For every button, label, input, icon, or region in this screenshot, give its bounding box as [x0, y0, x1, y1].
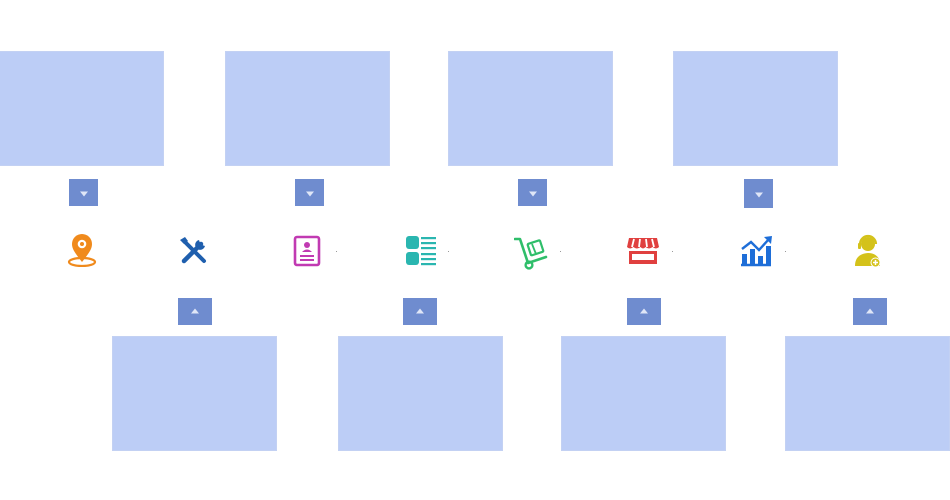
storefront-icon: [626, 234, 660, 268]
down-arrow-4: [744, 179, 773, 208]
bottom-card-1: [112, 336, 277, 451]
top-card-1: [0, 51, 164, 166]
up-arrow-4: [853, 298, 887, 325]
connector-dot: [560, 251, 561, 252]
bottom-card-2: [338, 336, 503, 451]
down-arrow-1: [69, 179, 98, 206]
tools-icon: [177, 234, 211, 268]
connector-dot: [672, 251, 673, 252]
up-arrow-3: [627, 298, 661, 325]
bottom-card-4: [785, 336, 950, 451]
top-card-2: [225, 51, 390, 166]
top-card-4: [673, 51, 838, 166]
up-arrow-1: [178, 298, 212, 325]
top-card-3: [448, 51, 613, 166]
connector-dot: [336, 251, 337, 252]
connector-dot: [448, 251, 449, 252]
support-agent-icon: [851, 234, 885, 268]
bottom-card-3: [561, 336, 726, 451]
id-card-icon: [290, 234, 324, 268]
down-arrow-3: [518, 179, 547, 206]
hand-truck-icon: [514, 236, 548, 270]
connector-dot: [785, 251, 786, 252]
list-grid-icon: [404, 233, 438, 267]
growth-chart-icon: [739, 234, 773, 268]
up-arrow-2: [403, 298, 437, 325]
location-pin-icon: [65, 233, 99, 267]
down-arrow-2: [295, 179, 324, 206]
